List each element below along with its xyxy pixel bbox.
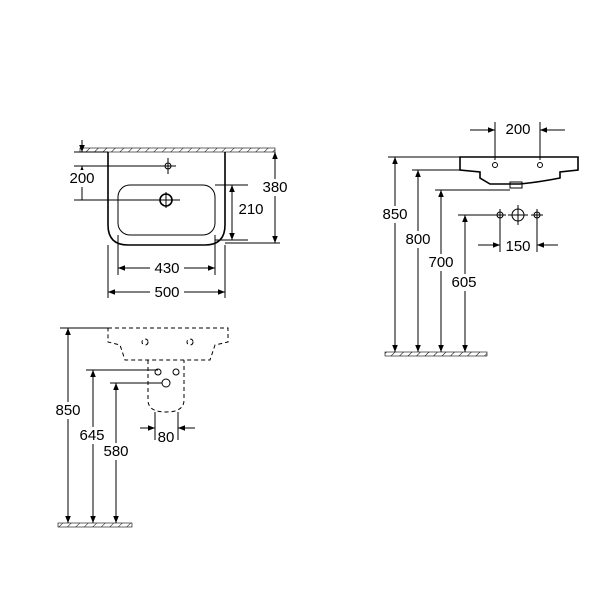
fixing-holes-icon — [494, 205, 543, 225]
dim-front-380: 380 — [262, 179, 287, 196]
wall-hatch — [79, 147, 276, 153]
dim-elev-800: 800 — [405, 231, 430, 248]
dim-side-580: 580 — [103, 443, 128, 460]
dim-elev-700: 700 — [428, 254, 453, 271]
dim-elev-200: 200 — [505, 121, 530, 138]
dim-elev-850: 850 — [382, 206, 407, 223]
dim-side-645: 645 — [79, 427, 104, 444]
basin-bowl — [117, 184, 216, 236]
dim-front-200: 200 — [69, 170, 94, 187]
basin-elevation — [459, 156, 579, 185]
dim-front-210: 210 — [238, 201, 263, 218]
drain-icon — [152, 192, 180, 208]
floor-hatch-elev — [384, 351, 488, 357]
dim-elev-605: 605 — [451, 274, 476, 291]
tap-hole-icon — [160, 158, 176, 174]
dim-side-80: 80 — [158, 429, 175, 446]
side-view: 850 645 580 80 — [52, 327, 229, 528]
elevation-view: 200 850 800 700 605 150 — [378, 121, 579, 357]
dim-elev-150: 150 — [505, 238, 530, 255]
basin-dashed — [107, 327, 229, 361]
dim-side-850: 850 — [55, 402, 80, 419]
dim-front-500: 500 — [154, 284, 179, 301]
pedestal-dashed — [147, 360, 185, 413]
floor-hatch — [57, 522, 133, 528]
basin-outline — [107, 152, 226, 246]
dim-front-430: 430 — [154, 260, 179, 277]
front-view: 200 380 210 430 500 — [66, 140, 292, 301]
